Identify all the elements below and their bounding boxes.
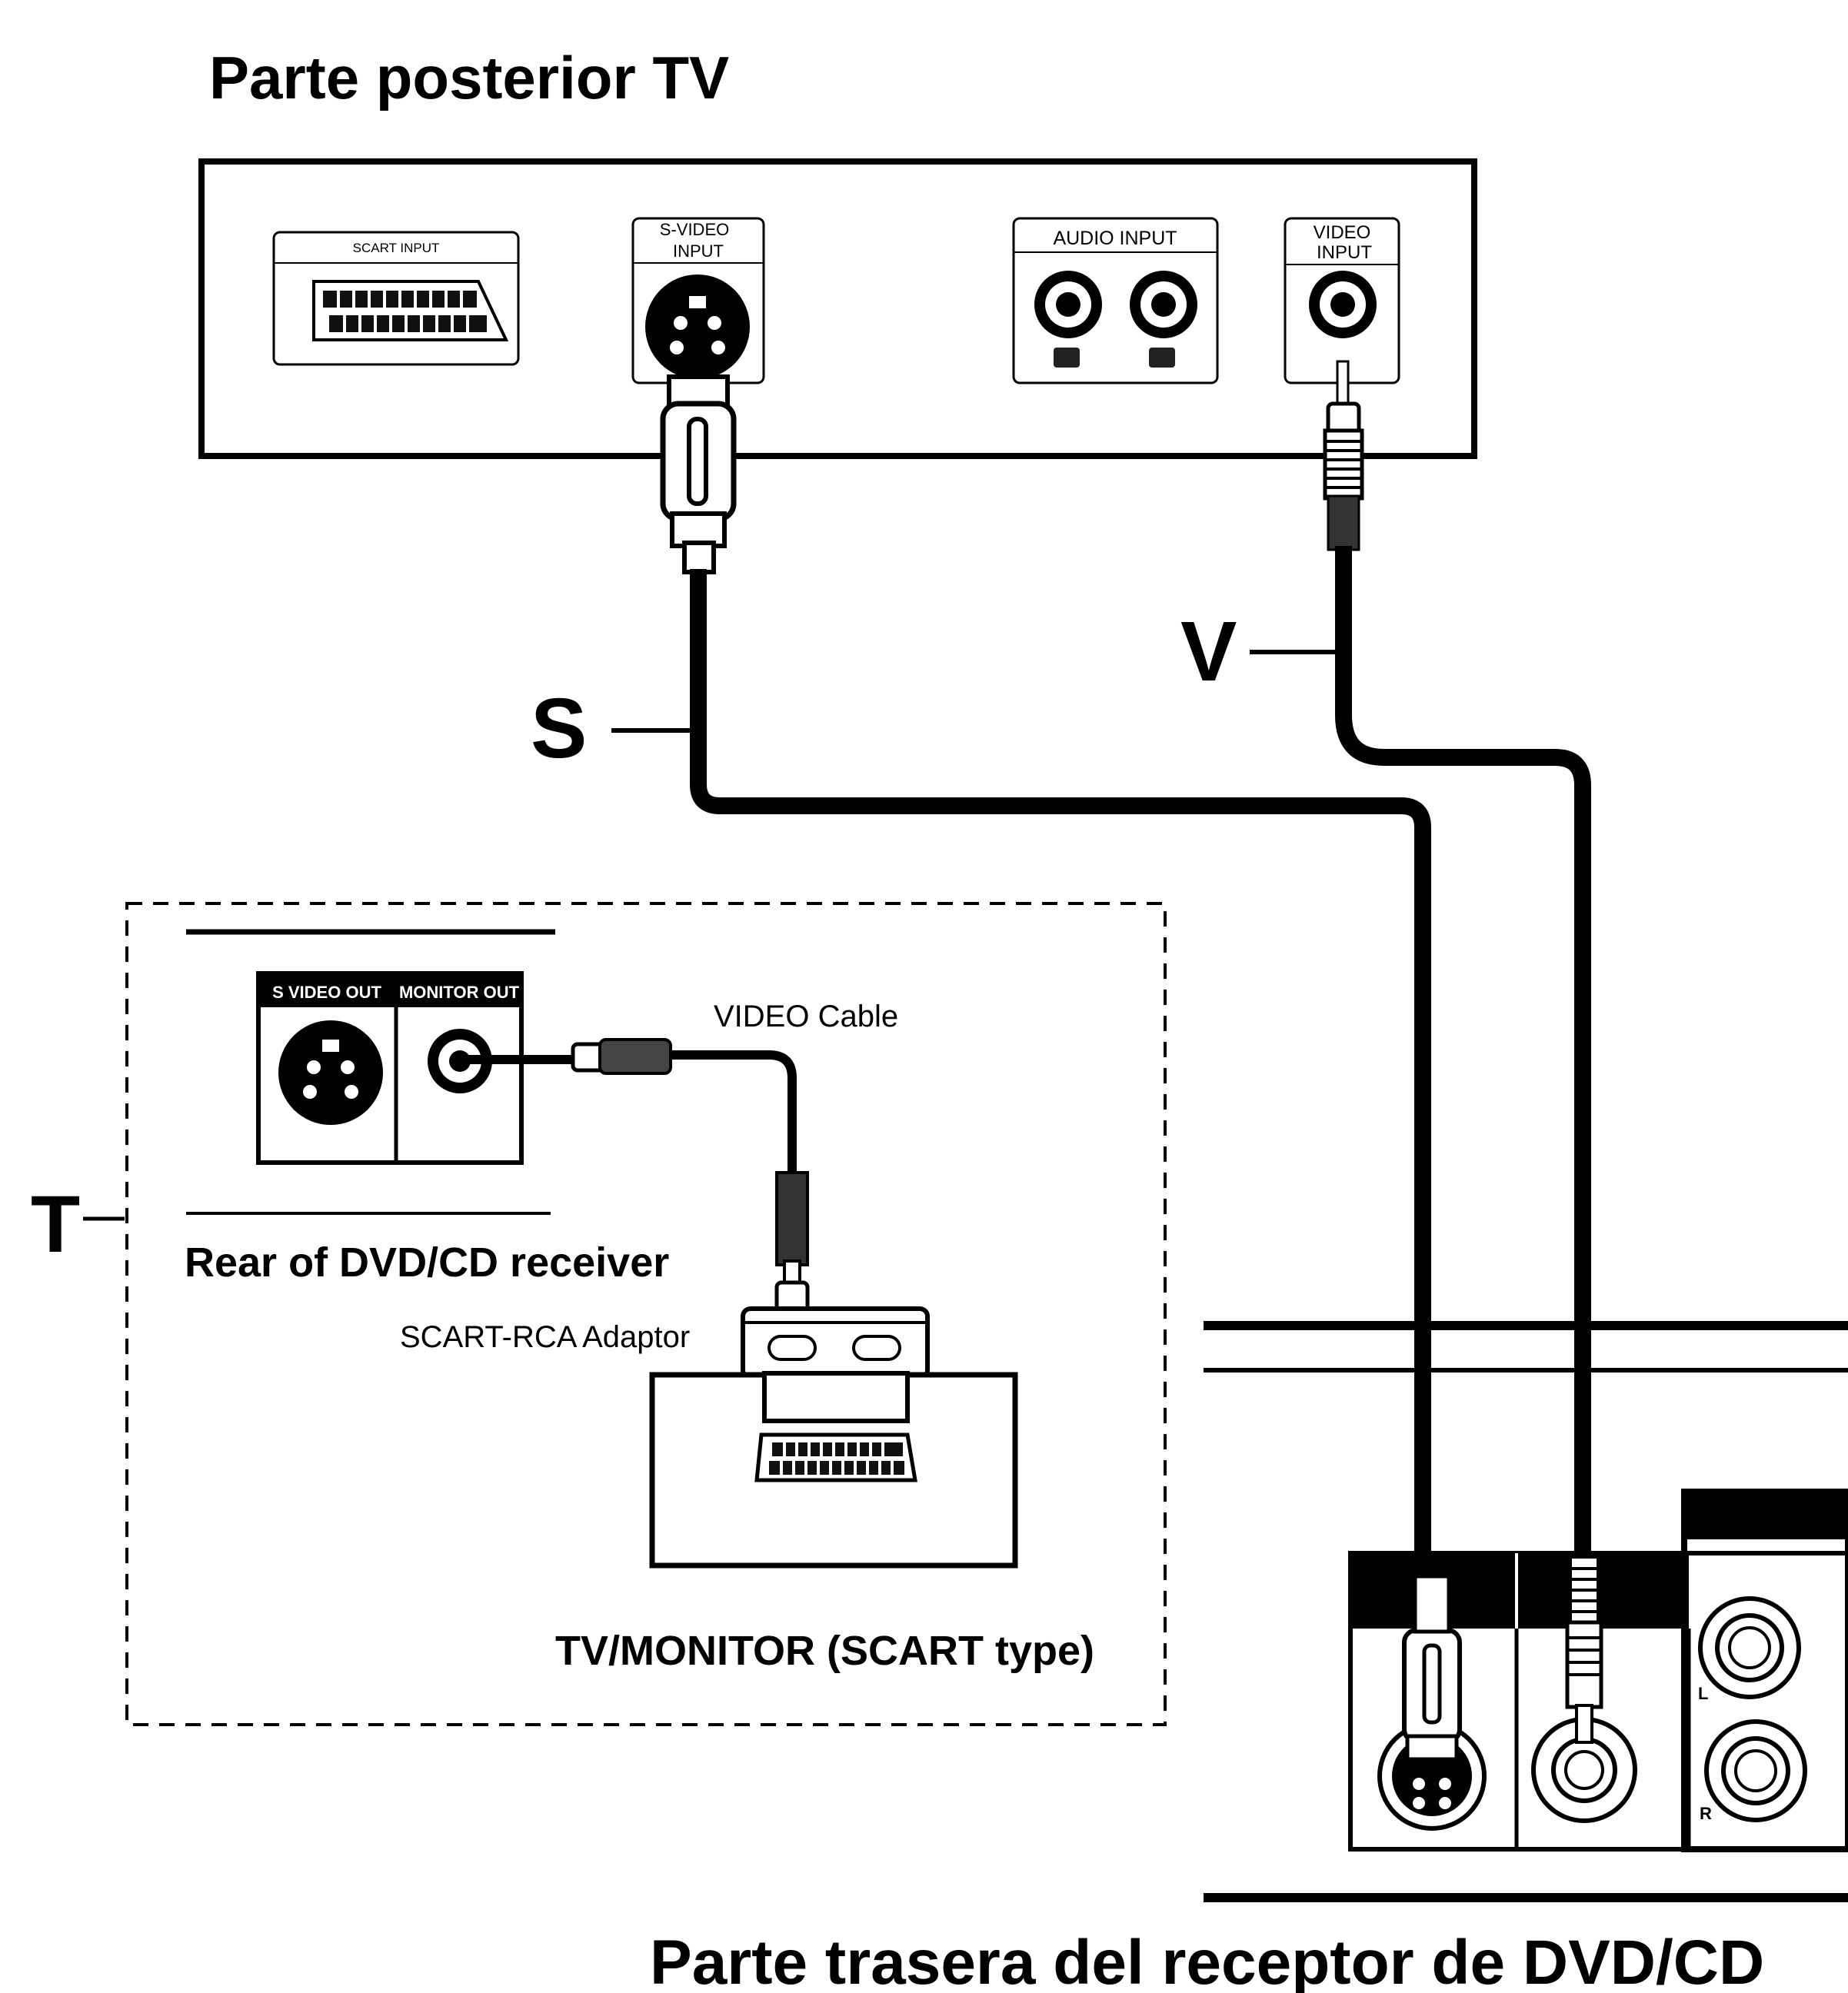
rca-plug-tv <box>1323 360 1364 551</box>
monitor-out-label: MONITOR OUT <box>399 983 520 1002</box>
callout-v: V <box>1180 604 1237 699</box>
audio-input-ports: AUDIO INPUT <box>1012 217 1219 384</box>
svideo-input-label-2: INPUT <box>673 241 724 261</box>
svideo-input-label-1: S-VIDEO <box>660 220 729 239</box>
svideo-out-label: S VIDEO OUT <box>272 983 381 1002</box>
video-input-label-1: VIDEO <box>1314 222 1371 243</box>
callout-s: S <box>531 681 587 776</box>
scart-option-inset: S VIDEO OUT MONITOR OUT VIDEO Cable Rear… <box>125 902 1167 1726</box>
receiver-video-jack <box>1531 1555 1637 1823</box>
receiver-rear-title: Parte trasera del receptor de DVD/CD <box>650 1928 1764 1993</box>
receiver-svideo-jack <box>1377 1574 1487 1831</box>
tv-monitor-label: TV/MONITOR (SCART type) <box>555 1628 1094 1674</box>
video-input-port: VIDEO INPUT <box>1284 217 1400 384</box>
audio-input-label: AUDIO INPUT <box>1053 228 1177 249</box>
receiver-rear-panel: L R <box>1204 1321 1848 1902</box>
video-input-label-2: INPUT <box>1317 242 1372 263</box>
svideo-plug-tv <box>660 374 737 574</box>
inset-video-cable <box>460 1050 797 1176</box>
tv-rear-title: Parte posterior TV <box>209 44 729 111</box>
video-cable-label: VIDEO Cable <box>714 1000 898 1033</box>
scart-input-label: SCART INPUT <box>353 241 440 255</box>
svideo-cable <box>690 569 1431 1576</box>
video-cable <box>1335 546 1591 1576</box>
tv-rear-panel: SCART INPUT S-VIDEO <box>198 158 1477 459</box>
jack-l-label: L <box>1698 1684 1708 1703</box>
svideo-input-port: S-VIDEO INPUT <box>631 217 765 384</box>
scart-input-port: SCART INPUT <box>272 231 520 366</box>
adaptor-label: SCART-RCA Adaptor <box>400 1320 690 1354</box>
receiver-audio-jacks: L R <box>1698 1596 1807 1823</box>
rear-receiver-label: Rear of DVD/CD receiver <box>185 1239 669 1286</box>
tv-monitor-scart <box>649 1371 1018 1569</box>
callout-t: T <box>31 1179 80 1269</box>
jack-r-label: R <box>1700 1804 1712 1823</box>
receiver-outputs-panel: S VIDEO OUT MONITOR OUT <box>256 971 524 1165</box>
